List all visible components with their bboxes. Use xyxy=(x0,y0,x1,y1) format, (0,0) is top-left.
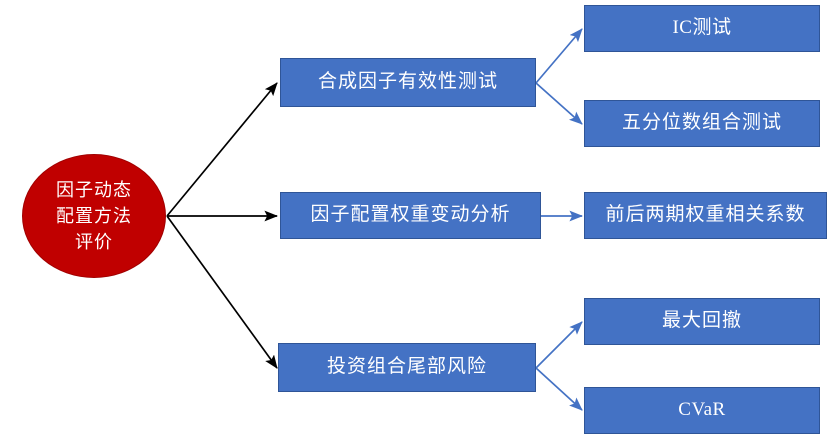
edge-branch-1-to-leaf-1-1 xyxy=(535,28,583,84)
root-node-line-1: 因子动态 xyxy=(56,179,132,200)
edge-branch-3-to-leaf-3-2 xyxy=(535,367,583,411)
edge-root-to-branch-3 xyxy=(166,215,278,369)
branch-node-portfolio-tail-risk[interactable]: 投资组合尾部风险 xyxy=(278,343,536,392)
leaf-node-quintile-portfolio-test[interactable]: 五分位数组合测试 xyxy=(584,100,820,147)
branch-node-composite-factor-effectiveness-test[interactable]: 合成因子有效性测试 xyxy=(280,58,536,107)
leaf-node-ic-test[interactable]: IC测试 xyxy=(584,5,820,52)
leaf-node-consecutive-period-weight-correlation[interactable]: 前后两期权重相关系数 xyxy=(584,192,827,239)
edge-branch-1-to-leaf-1-2 xyxy=(535,82,583,125)
root-node-line-2: 配置方法 xyxy=(56,205,132,226)
branch-node-factor-weight-change-analysis[interactable]: 因子配置权重变动分析 xyxy=(280,192,541,239)
edge-root-to-branch-1 xyxy=(166,82,278,217)
leaf-node-max-drawdown[interactable]: 最大回撤 xyxy=(584,298,820,345)
edge-branch-3-to-leaf-3-1 xyxy=(535,321,583,369)
root-node-factor-dynamic-allocation-evaluation[interactable]: 因子动态 配置方法 评价 xyxy=(22,154,166,278)
leaf-node-cvar[interactable]: CVaR xyxy=(584,387,820,434)
root-node-line-3: 评价 xyxy=(75,232,113,253)
